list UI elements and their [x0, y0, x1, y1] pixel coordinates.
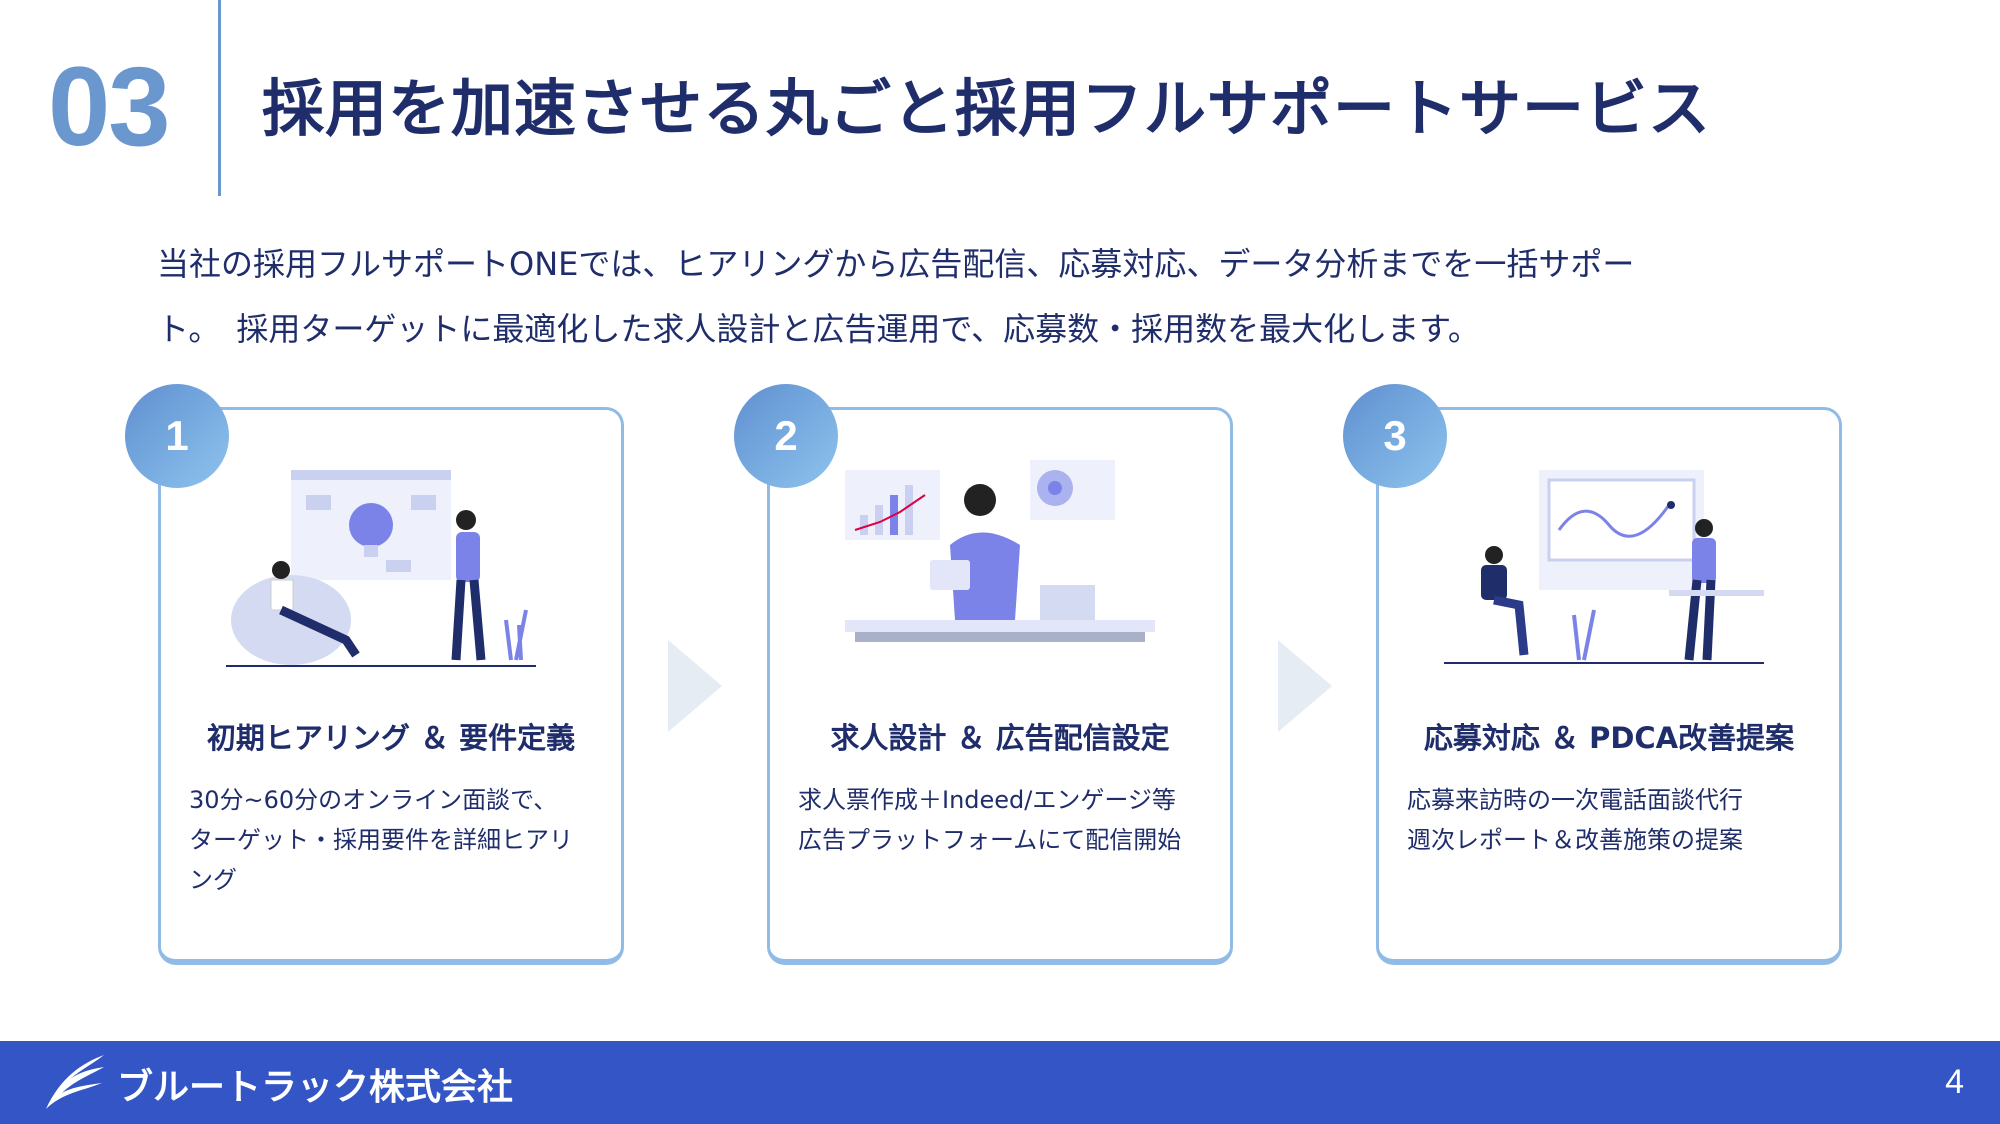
step-number-badge-3: 3 — [1343, 384, 1447, 488]
step-number-badge-1: 1 — [125, 384, 229, 488]
step-title: 応募対応 ＆ PDCA改善提案 — [1423, 721, 1795, 755]
wing-logo-icon — [46, 1055, 104, 1109]
page-title: 採用を加速させる丸ごと採用フルサポートサービス — [262, 72, 1712, 145]
step-card-1: 初期ヒアリング ＆ 要件定義 30分~60分のオンライン面談で、 ターゲット・採… — [158, 407, 624, 965]
next-arrow-icon — [668, 640, 722, 732]
desc-line: ターゲット・採用要件を詳細ヒアリ — [189, 826, 573, 854]
page-number: 4 — [1945, 1063, 1964, 1101]
intro-text: 当社の採用フルサポートONEでは、ヒアリングから広告配信、応募対応、データ分析ま… — [157, 232, 1857, 362]
desc-line: 応募来訪時の一次電話面談代行 — [1407, 786, 1743, 814]
step-title: 求人設計 ＆ 広告配信設定 — [830, 721, 1170, 755]
presentation-illustration-icon — [1444, 470, 1764, 664]
step-description: 応募来訪時の一次電話面談代行 週次レポート＆改善施策の提案 — [1407, 780, 1819, 860]
step-card-2: 求人設計 ＆ 広告配信設定 求人票作成＋Indeed/エンゲージ等 広告プラット… — [767, 407, 1233, 965]
step-description: 30分~60分のオンライン面談で、 ターゲット・採用要件を詳細ヒアリ ング — [189, 780, 601, 900]
section-number: 03 — [48, 44, 171, 169]
desc-line: 広告プラットフォームにて配信開始 — [798, 826, 1182, 854]
step-title: 初期ヒアリング ＆ 要件定義 — [206, 721, 576, 755]
intro-line: 当社の採用フルサポートONEでは、ヒアリングから広告配信、応募対応、データ分析ま… — [157, 245, 1635, 283]
desc-line: 週次レポート＆改善施策の提案 — [1407, 826, 1743, 854]
company-name: ブルートラック株式会社 — [117, 1067, 514, 1108]
analytics-illustration-icon — [845, 460, 1155, 642]
step-description: 求人票作成＋Indeed/エンゲージ等 広告プラットフォームにて配信開始 — [798, 780, 1210, 860]
meeting-illustration-icon — [226, 470, 536, 667]
step-number-badge-2: 2 — [734, 384, 838, 488]
intro-line: ト。 採用ターゲットに最適化した求人設計と広告運用で、応募数・採用数を最大化しま… — [157, 310, 1480, 348]
step-card-3: 応募対応 ＆ PDCA改善提案 応募来訪時の一次電話面談代行 週次レポート＆改善… — [1376, 407, 1842, 965]
next-arrow-icon — [1278, 640, 1332, 732]
desc-line: ング — [189, 866, 237, 894]
desc-line: 求人票作成＋Indeed/エンゲージ等 — [798, 786, 1176, 814]
desc-line: 30分~60分のオンライン面談で、 — [189, 786, 558, 814]
header-divider — [218, 0, 221, 196]
footer: ブルートラック株式会社 4 — [0, 1041, 2000, 1124]
